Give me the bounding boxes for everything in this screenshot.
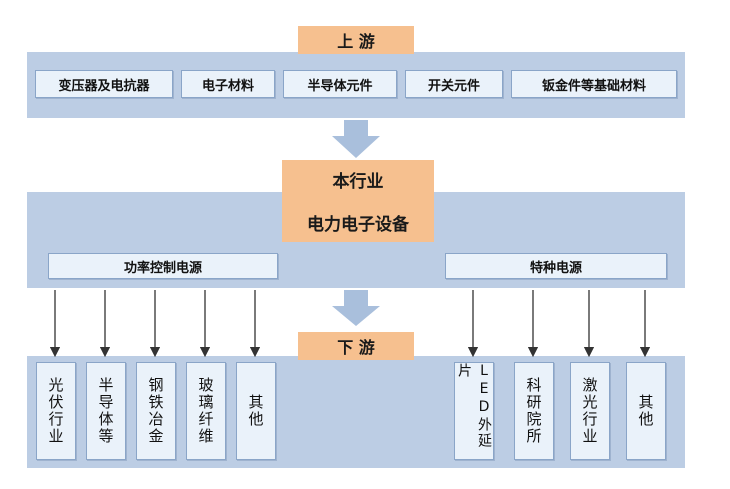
downstream-title: 下 游 [298, 332, 414, 360]
upstream-item-sheet-metal: 钣金件等基础材料 [511, 70, 677, 98]
downstream-item-led: LED外延片 [454, 362, 494, 460]
downstream-item-semiconductor: 半导体等 [86, 362, 126, 460]
upstream-item-transformer: 变压器及电抗器 [35, 70, 173, 98]
downstream-item-glass-fiber: 玻璃纤维 [186, 362, 226, 460]
upstream-title: 上 游 [298, 26, 414, 54]
downstream-item-other-left: 其他 [236, 362, 276, 460]
downstream-item-other-right: 其他 [626, 362, 666, 460]
category-power-control: 功率控制电源 [48, 253, 278, 279]
industry-subtitle: 电力电子设备 [307, 215, 409, 235]
flow-arrow-upstream-to-industry [332, 120, 380, 158]
upstream-item-electronic-materials: 电子材料 [181, 70, 275, 98]
industry-header: 本行业 电力电子设备 [282, 160, 434, 242]
downstream-item-steel: 钢铁冶金 [136, 362, 176, 460]
flow-arrow-industry-to-downstream [332, 290, 380, 326]
downstream-item-laser: 激光行业 [570, 362, 610, 460]
upstream-item-semiconductor: 半导体元件 [283, 70, 397, 98]
upstream-item-switch: 开关元件 [405, 70, 503, 98]
downstream-item-research: 科研院所 [514, 362, 554, 460]
downstream-item-pv: 光伏行业 [36, 362, 76, 460]
industry-title: 本行业 [332, 172, 384, 192]
category-special-power: 特种电源 [445, 253, 667, 279]
